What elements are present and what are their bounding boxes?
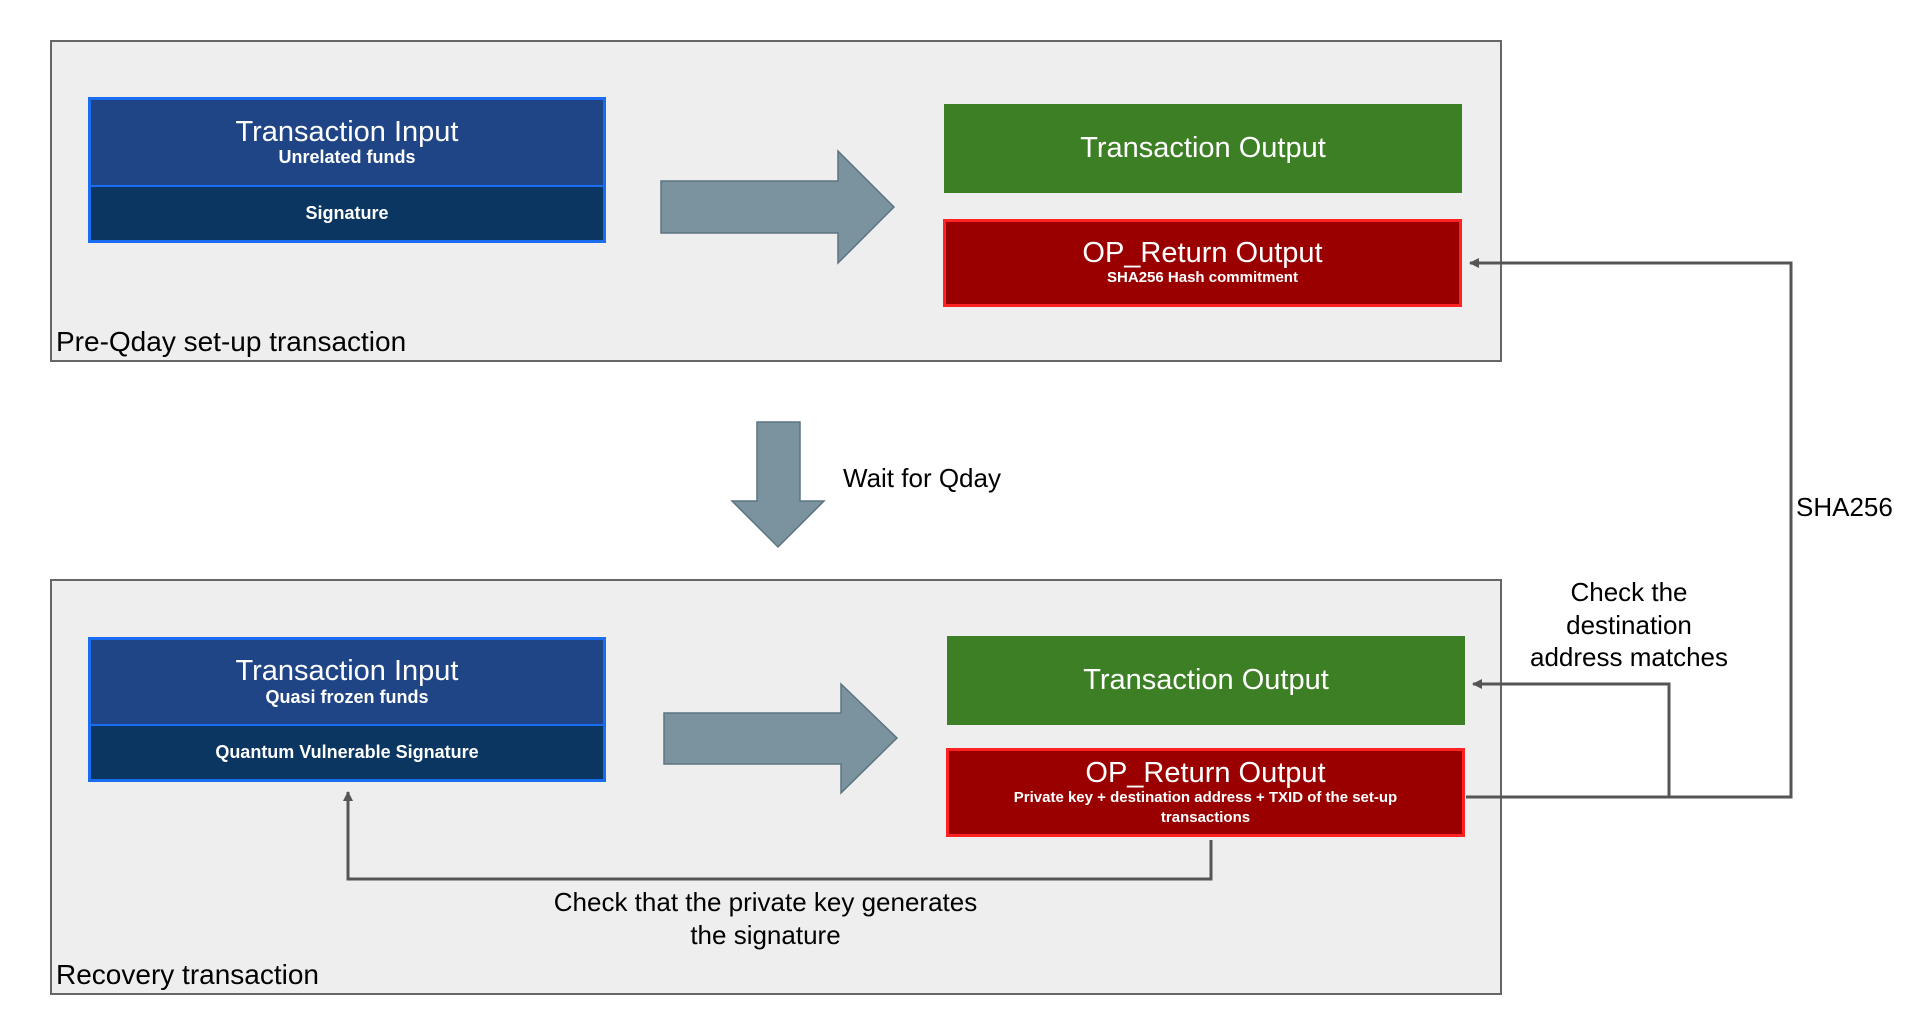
check-destination-line-2: destination <box>1566 609 1692 640</box>
setup-signature-row: Signature <box>91 187 603 240</box>
check-destination-line-3: address matches <box>1530 642 1728 672</box>
setup-op-return-subtitle: SHA256 Hash commitment <box>1107 269 1298 287</box>
recovery-transaction-input-title: Transaction Input <box>235 655 459 688</box>
check-private-key-line-2: the signature <box>690 919 841 950</box>
private-key-check-connector <box>343 791 1213 881</box>
setup-transaction-output: Transaction Output <box>944 104 1462 193</box>
recovery-signature-label: Quantum Vulnerable Signature <box>215 742 479 762</box>
wait-for-qday-label: Wait for Qday <box>843 463 1001 493</box>
recovery-signature-row: Quantum Vulnerable Signature <box>91 726 603 779</box>
setup-op-return-output: OP_Return Output SHA256 Hash commitment <box>943 219 1462 307</box>
recovery-transaction-input-subtitle: Quasi frozen funds <box>265 686 429 707</box>
setup-signature-label: Signature <box>305 203 389 223</box>
recovery-transaction-output: Transaction Output <box>947 636 1465 725</box>
wait-arrow-icon <box>730 421 826 549</box>
check-destination-label: Check the destination address matches <box>1504 576 1754 674</box>
check-private-key-line-1: Check that the private key generates <box>553 887 978 917</box>
recovery-op-return-subtitle: Private key + destination address + TXID… <box>1013 789 1398 826</box>
recovery-op-return-output: OP_Return Output Private key + destinati… <box>946 748 1465 837</box>
recovery-transaction-label: Recovery transaction <box>56 959 320 990</box>
recovery-flow-arrow-icon <box>663 682 899 795</box>
recovery-transaction-input-header: Transaction Input Quasi frozen funds <box>91 640 603 726</box>
setup-transaction-output-title: Transaction Output <box>1080 132 1326 165</box>
setup-transaction-input-subtitle: Unrelated funds <box>278 147 416 168</box>
recovery-op-return-title: OP_Return Output <box>1085 756 1326 789</box>
setup-flow-arrow-icon <box>660 149 896 265</box>
setup-op-return-title: OP_Return Output <box>1082 237 1323 270</box>
check-private-key-label: Check that the private key generates the… <box>528 886 1003 951</box>
sha256-connector <box>1466 258 1793 799</box>
sha256-label: SHA256 <box>1796 492 1893 522</box>
setup-transaction-input-block: Transaction Input Unrelated funds Signat… <box>88 97 606 243</box>
check-destination-line-1: Check the <box>1570 577 1688 607</box>
recovery-transaction-output-title: Transaction Output <box>1083 664 1329 697</box>
destination-check-connector <box>1472 679 1671 797</box>
setup-transaction-input-header: Transaction Input Unrelated funds <box>91 100 603 187</box>
setup-transaction-label: Pre-Qday set-up transaction <box>56 326 407 357</box>
recovery-transaction-input-block: Transaction Input Quasi frozen funds Qua… <box>88 637 606 782</box>
setup-transaction-input-title: Transaction Input <box>235 115 459 148</box>
